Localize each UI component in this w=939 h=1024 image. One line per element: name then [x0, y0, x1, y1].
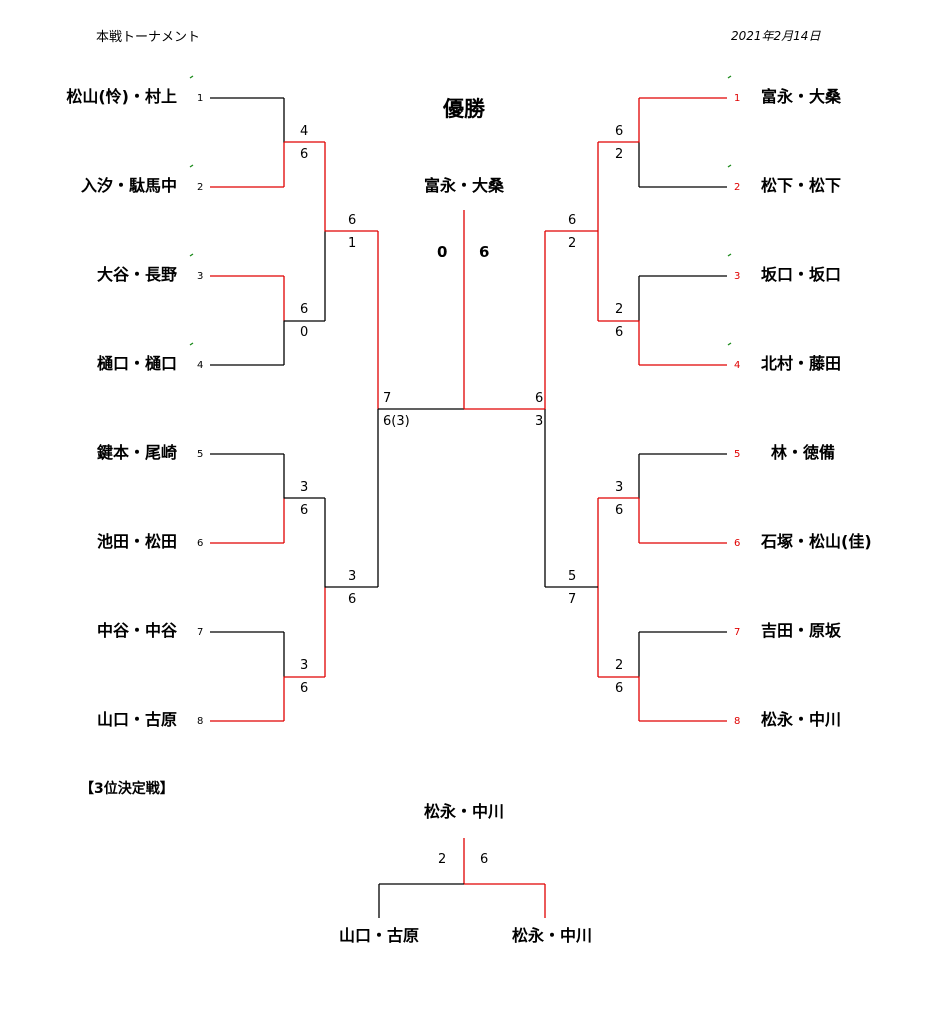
right-team-name: 松永・中川: [761, 710, 842, 729]
left-team-name: 入汐・駄馬中: [80, 176, 177, 195]
seed-mark: [189, 342, 194, 346]
left-team-name: 鍵本・尾崎: [96, 443, 177, 462]
left-seed-number: 4: [197, 360, 204, 371]
match-score: 6: [300, 503, 309, 518]
match-score: 3: [535, 414, 544, 429]
seed-mark: [727, 253, 732, 257]
match-score: 6: [348, 592, 357, 607]
left-seed-number: 1: [197, 93, 204, 104]
third-place-right-team: 松永・中川: [511, 926, 592, 945]
match-score: 3: [300, 480, 309, 495]
seed-mark: [189, 253, 194, 257]
right-team-name: 富永・大桑: [761, 87, 842, 106]
third-place-winner: 松永・中川: [423, 802, 504, 821]
match-score: 6: [615, 681, 624, 696]
left-seed-number: 5: [197, 449, 204, 460]
right-seed-number: 4: [734, 360, 741, 371]
seed-mark: [727, 342, 732, 346]
left-seed-number: 2: [197, 182, 204, 193]
right-seed-number: 2: [734, 182, 741, 193]
match-score: 6: [615, 503, 624, 518]
match-score: 0: [300, 325, 309, 340]
third-place-left-team: 山口・古原: [338, 926, 419, 945]
match-score: 3: [300, 658, 309, 673]
left-seed-number: 3: [197, 271, 204, 282]
match-score: 1: [348, 236, 357, 251]
right-team-name: 吉田・原坂: [761, 621, 842, 640]
match-score: 6: [535, 391, 544, 406]
left-team-name: 山口・古原: [96, 710, 177, 729]
seed-mark: [189, 164, 194, 168]
match-score: 2: [615, 302, 624, 317]
match-score: 6: [568, 213, 577, 228]
match-score: 6: [348, 213, 357, 228]
left-seed-number: 7: [197, 627, 204, 638]
right-team-name: 北村・藤田: [761, 354, 842, 373]
match-score: 2: [568, 236, 577, 251]
match-score: 2: [615, 658, 624, 673]
match-score: 6(3): [383, 414, 410, 429]
seed-mark: [727, 75, 732, 79]
right-seed-number: 3: [734, 271, 741, 282]
match-score: 3: [348, 569, 357, 584]
right-seed-number: 7: [734, 627, 741, 638]
match-score: 6: [615, 124, 624, 139]
right-seed-number: 8: [734, 716, 741, 727]
final-score-right: 6: [479, 243, 490, 261]
page-title: 本戦トーナメント: [96, 30, 201, 45]
left-team-name: 樋口・樋口: [96, 354, 177, 373]
tournament-date: 2021年2月14日: [731, 29, 821, 43]
third-place-score-left: 2: [438, 852, 447, 867]
right-seed-number: 6: [734, 538, 741, 549]
match-score: 6: [615, 325, 624, 340]
left-team-name: 池田・松田: [96, 532, 177, 551]
left-team-name: 大谷・長野: [96, 265, 177, 284]
match-score: 7: [568, 592, 577, 607]
right-team-name: 松下・松下: [761, 176, 842, 195]
champion-heading: 優勝: [443, 97, 485, 121]
third-place-score-right: 6: [480, 852, 489, 867]
left-seed-number: 6: [197, 538, 204, 549]
third-place-heading: 【3位決定戦】: [80, 781, 174, 797]
final-score-left: 0: [437, 243, 448, 261]
right-team-name: 林・徳備: [771, 443, 836, 462]
match-score: 5: [568, 569, 577, 584]
left-team-name: 中谷・中谷: [96, 621, 177, 640]
match-score: 7: [383, 391, 392, 406]
right-seed-number: 1: [734, 93, 741, 104]
match-score: 6: [300, 147, 309, 162]
seed-mark: [727, 164, 732, 168]
match-score: 6: [300, 681, 309, 696]
match-score: 3: [615, 480, 624, 495]
match-score: 2: [615, 147, 624, 162]
seed-mark: [189, 75, 194, 79]
left-team-name: 松山(怜)・村上: [66, 87, 177, 106]
right-team-name: 坂口・坂口: [761, 265, 842, 284]
right-seed-number: 5: [734, 449, 741, 460]
match-score: 4: [300, 124, 309, 139]
champion-name: 富永・大桑: [423, 176, 504, 195]
left-seed-number: 8: [197, 716, 204, 727]
right-team-name: 石塚・松山(佳): [761, 532, 872, 551]
match-score: 6: [300, 302, 309, 317]
